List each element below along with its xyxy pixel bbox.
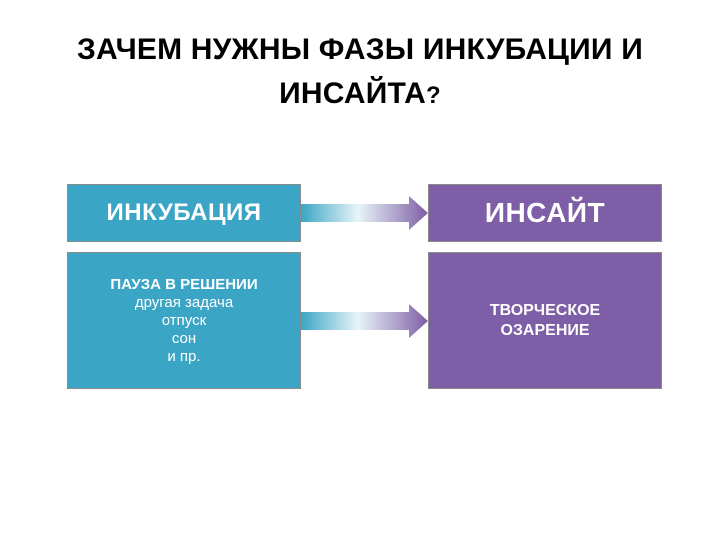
insight-header-label: ИНСАЙТ <box>484 197 606 228</box>
incubation-details-box: ПАУЗА В РЕШЕНИИ другая задача отпуск сон… <box>67 252 301 389</box>
incubation-detail-item: сон <box>171 329 197 347</box>
incubation-detail-item: и пр. <box>167 347 201 365</box>
incubation-detail-item: отпуск <box>161 311 207 329</box>
incubation-header-box: ИНКУБАЦИЯ <box>67 184 301 242</box>
incubation-details-heading: ПАУЗА В РЕШЕНИИ <box>110 275 258 293</box>
insight-details-text: ТВОРЧЕСКОЕ ОЗАРЕНИЕ <box>490 301 600 341</box>
title-line-2: ИНСАЙТА <box>279 77 426 110</box>
incubation-details-text: ПАУЗА В РЕШЕНИИ другая задача отпуск сон… <box>110 276 257 366</box>
insight-detail-line: ТВОРЧЕСКОЕ <box>489 301 601 319</box>
insight-details-box: ТВОРЧЕСКОЕ ОЗАРЕНИЕ <box>428 252 662 389</box>
slide-title: ЗАЧЕМ НУЖНЫ ФАЗЫ ИНКУБАЦИИ И ИНСАЙТА? <box>20 28 700 118</box>
insight-detail-line: ОЗАРЕНИЕ <box>500 321 590 339</box>
title-line-1: ЗАЧЕМ НУЖНЫ ФАЗЫ ИНКУБАЦИИ И <box>77 33 643 66</box>
arrow-right-icon <box>301 304 428 338</box>
insight-header-box: ИНСАЙТ <box>428 184 662 242</box>
incubation-header-label: ИНКУБАЦИЯ <box>106 199 262 226</box>
incubation-detail-item: другая задача <box>134 293 234 311</box>
title-question-mark: ? <box>426 82 441 109</box>
arrow-right-icon <box>301 196 428 230</box>
